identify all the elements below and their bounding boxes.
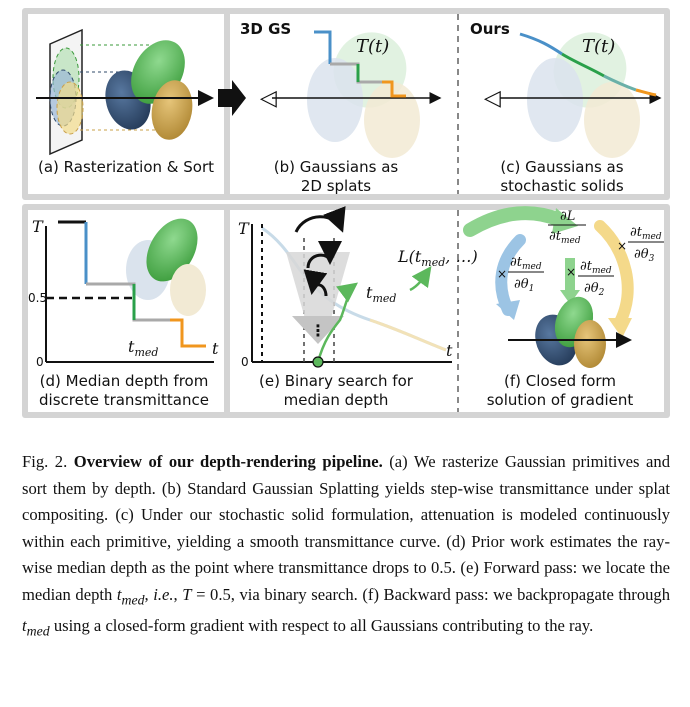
e-faint-curve-tail: [369, 318, 447, 352]
e-ellipsis: ⋮: [310, 321, 326, 340]
caption-body-4: = 0.5, via binary search. (f) Backward p…: [191, 584, 671, 604]
smooth-curve-teal: [603, 74, 637, 92]
panel-b-caption-2: 2D splats: [301, 177, 371, 195]
axis-x-label-e: t: [446, 341, 453, 360]
grad-arrow-green: [463, 206, 567, 237]
caption-T: T: [182, 584, 192, 604]
gaussian-tan-f: [574, 320, 606, 368]
panel-c-caption-2: stochastic solids: [500, 177, 624, 195]
flow-arrow: [218, 80, 246, 116]
d2-den: ∂θ2: [584, 281, 605, 298]
d-tmed: tmed: [128, 337, 158, 359]
panel-a: (a) Rasterization & Sort: [36, 28, 214, 176]
grad-arrow-yellow-head: [608, 318, 632, 338]
curve-label-b: T(t): [356, 36, 389, 57]
eye-c: ◁: [484, 86, 501, 111]
splat-blue-b: [307, 58, 363, 142]
grad-arrow-blue-head: [496, 300, 520, 320]
smooth-curve-green: [561, 52, 605, 78]
panel-d-caption-2: discrete transmittance: [39, 391, 209, 409]
times-1: ×: [497, 267, 507, 281]
panel-c: Ours ◁ T(t) (c) Gaussians as stochastic …: [470, 20, 662, 195]
step-blue: [314, 30, 332, 64]
tick-0-d: 0: [36, 355, 44, 369]
panel-d: T 0.5 0 tmed t (d) Median depth from dis…: [28, 217, 219, 409]
smooth-curve-blue: [519, 32, 563, 56]
step-orange: [382, 80, 406, 98]
gaussian-tan: [151, 80, 193, 140]
solid-tan-c: [584, 82, 640, 158]
grad-arrow-mid-head: [560, 290, 580, 304]
e-median-point: [312, 356, 324, 368]
gaussian-tan-d: [170, 264, 206, 316]
axis-y-label-e: T: [238, 219, 250, 238]
panel-b-caption-1: (b) Gaussians as: [274, 158, 399, 176]
times-2: ×: [566, 265, 576, 279]
times-3: ×: [617, 239, 627, 253]
d3-num: ∂tmed: [630, 225, 662, 242]
e-loop-arrow-2: [306, 240, 342, 269]
figure-caption: Fig. 2. Overview of our depth-rendering …: [22, 449, 670, 645]
grad-arrow-yellow: [594, 220, 634, 328]
solid-blue-c: [527, 58, 583, 142]
d1-den: ∂θ1: [514, 277, 534, 294]
d3-den: ∂θ3: [634, 247, 655, 264]
panel-e-caption-1: (e) Binary search for: [259, 372, 414, 390]
panel-f-caption-1: (f) Closed form: [504, 372, 616, 390]
panel-c-header: Ours: [470, 20, 510, 38]
e-tmed: tmed: [366, 283, 396, 305]
curve-label-c: T(t): [582, 36, 615, 57]
loss-arrow: [409, 265, 432, 292]
tick-0-e: 0: [241, 355, 249, 369]
tmed-1: tmed: [116, 584, 145, 607]
panel-f: ∂L ∂tmed × ∂tmed ∂θ1 × ∂tmed ∂θ2 × ∂tmed…: [463, 206, 664, 409]
projected-yellow-splat: [56, 81, 84, 135]
caption-body-5: using a closed-form gradient with respec…: [49, 616, 594, 636]
panel-d-caption-1: (d) Median depth from: [40, 372, 209, 390]
axis-x-label-d: t: [212, 339, 219, 358]
caption-body-2: ,: [144, 584, 154, 604]
e-loop-arrow-1: [294, 206, 346, 233]
axis-y-label-d: T: [32, 217, 44, 236]
dL-num: ∂L: [560, 209, 575, 224]
panel-f-caption-2: solution of gradient: [487, 391, 634, 409]
panel-b: 3D GS ◁ T(t) (b) Gaussians as 2D splats: [240, 20, 442, 195]
grad-arrow-blue: [495, 234, 526, 316]
loss-label: L(tmed, …): [397, 247, 478, 269]
d2-num: ∂tmed: [580, 259, 612, 276]
panel-c-caption-1: (c) Gaussians as: [500, 158, 623, 176]
dL-den: ∂tmed: [549, 229, 581, 246]
grad-arrow-green-head: [552, 208, 578, 234]
tmed-2: tmed: [22, 616, 50, 639]
caption-body-3: ,: [173, 584, 183, 604]
tick-05-d: 0.5: [28, 291, 47, 305]
panel-e: T 0 ⋮ tmed t (e) Binary search for media…: [238, 206, 453, 409]
panel-e-caption-2: median depth: [284, 391, 389, 409]
caption-body-1: (a) We rasterize Gaussian primitives and…: [22, 452, 670, 604]
caption-ie: i.e.: [153, 584, 174, 604]
smooth-curve-orange: [635, 88, 657, 97]
panel-a-caption: (a) Rasterization & Sort: [38, 158, 214, 176]
eye-b: ◁: [260, 86, 277, 111]
caption-title: Overview of our depth-rendering pipeline…: [73, 452, 383, 471]
e-loop-arrow-3: [303, 269, 328, 297]
e-search-funnel-tip: [292, 316, 344, 344]
d-step-orange: [170, 318, 206, 348]
splat-tan-b: [364, 82, 420, 158]
pipeline-figure: (a) Rasterization & Sort 3D GS ◁ T(t) (b…: [22, 8, 670, 418]
d1-num: ∂tmed: [510, 255, 542, 272]
panel-b-header: 3D GS: [240, 20, 291, 38]
fig-number: Fig. 2.: [22, 452, 68, 471]
e-green-curve: [316, 282, 358, 363]
